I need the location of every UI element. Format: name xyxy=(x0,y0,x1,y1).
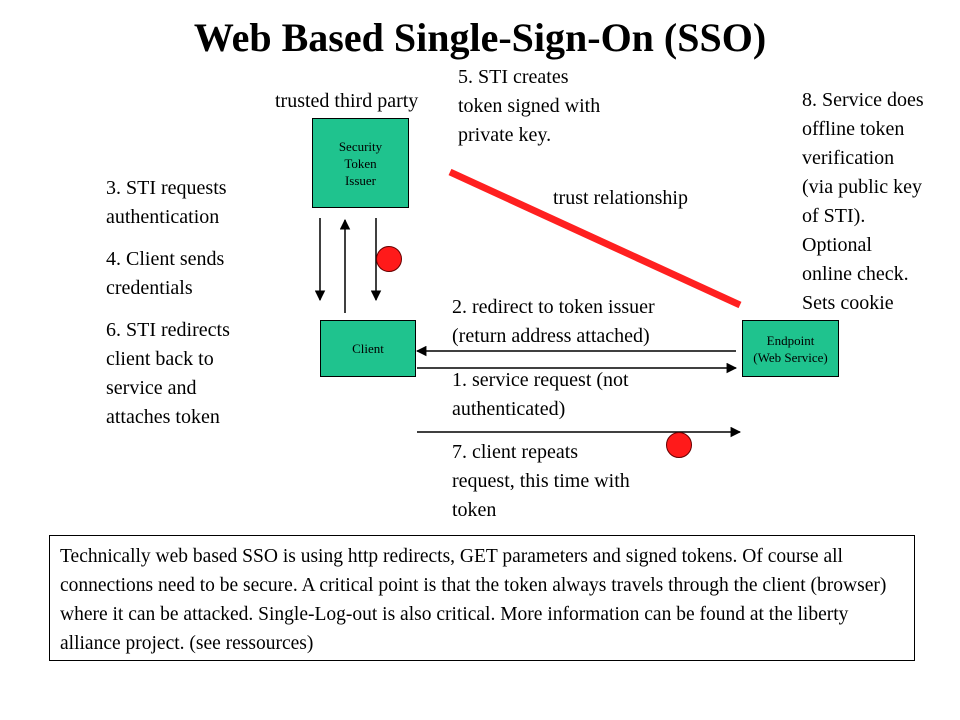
step5-label: 5. STI creates token signed with private… xyxy=(458,66,601,146)
endpoint-node: Endpoint (Web Service) xyxy=(742,320,839,377)
explanation-note: Technically web based SSO is using http … xyxy=(49,535,915,661)
step2-label: 2. redirect to token issuer (return addr… xyxy=(452,296,655,347)
trusted-third-party-label: trusted third party xyxy=(275,90,419,112)
step4-label: 4. Client sends credentials xyxy=(106,248,225,299)
slide-title: Web Based Single-Sign-On (SSO) xyxy=(193,15,767,60)
step8-label: 8. Service does offline token verificati… xyxy=(802,89,924,314)
client-node: Client xyxy=(320,320,416,377)
step3-label: 3. STI requests authentication xyxy=(106,177,227,228)
step6-label: 6. STI redirects client back to service … xyxy=(106,319,230,428)
attack-point-dot xyxy=(376,246,402,272)
trust-relationship-line xyxy=(448,168,742,309)
step7-label: 7. client repeats request, this time wit… xyxy=(452,441,630,521)
attack-point-dot xyxy=(666,432,692,458)
trust-relationship-label: trust relationship xyxy=(553,187,688,209)
step1-label: 1. service request (not authenticated) xyxy=(452,369,629,420)
security-token-issuer-node: Security Token Issuer xyxy=(312,118,409,208)
